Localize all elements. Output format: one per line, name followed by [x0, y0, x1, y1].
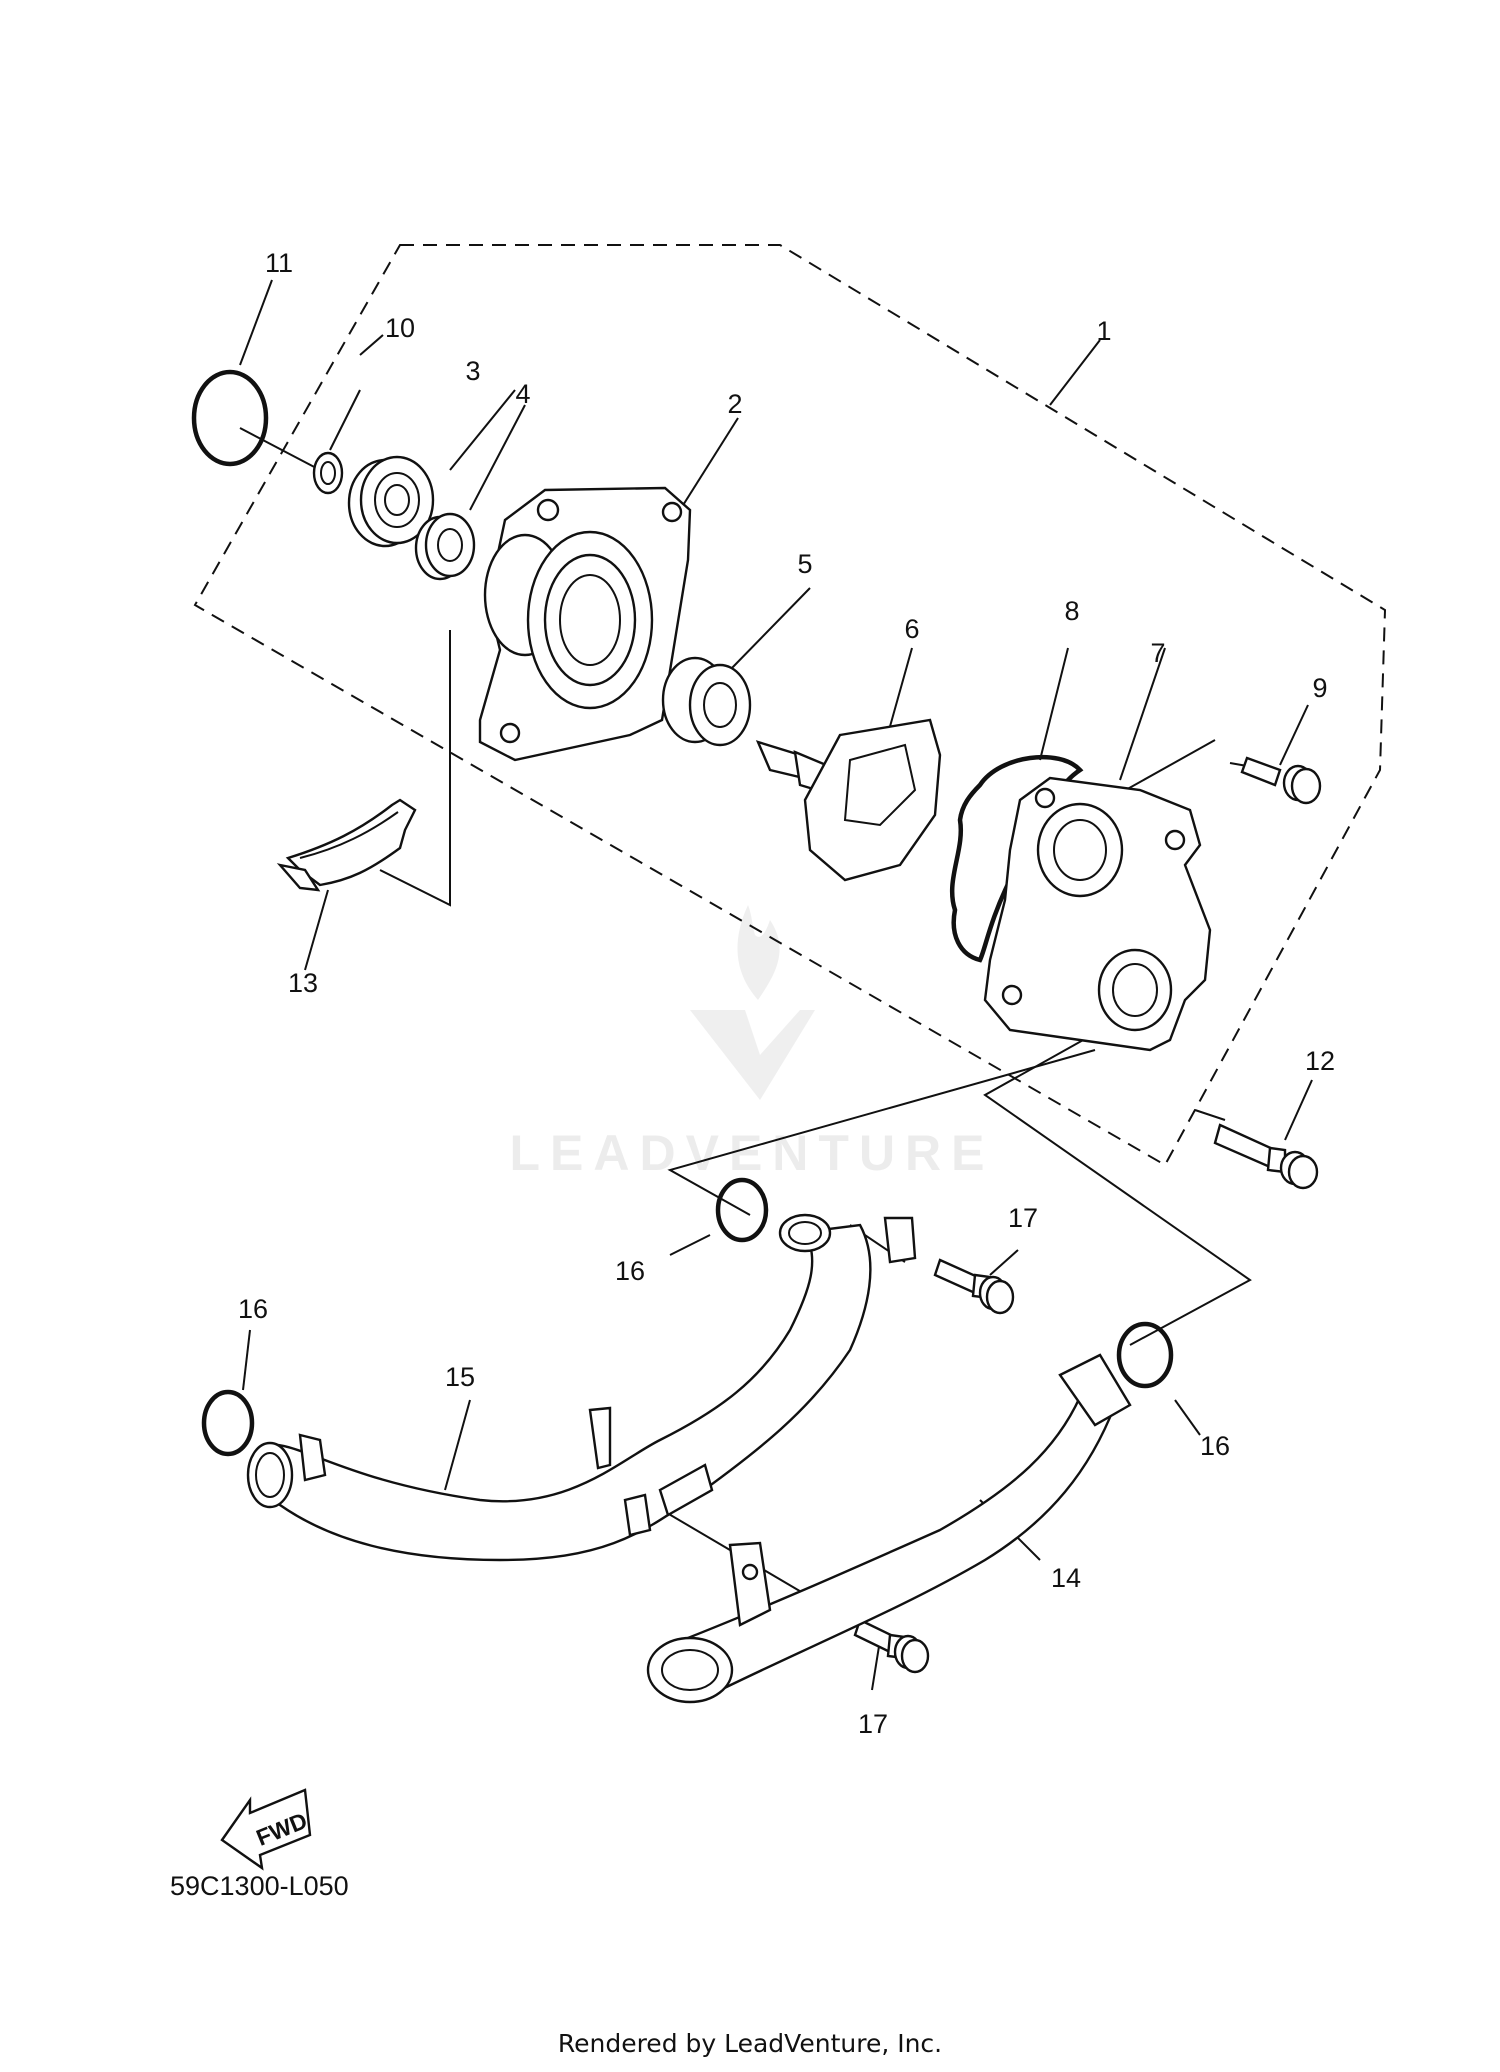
watermark-logo: LEADVENTURE — [509, 905, 994, 1181]
footer-note: Rendered by LeadVenture, Inc. — [558, 2029, 942, 2058]
callout-13: 13 — [288, 968, 318, 998]
callout-labels: 1 2 3 4 5 6 7 8 9 10 11 12 13 14 15 16 1… — [238, 248, 1335, 1739]
o-ring-11 — [191, 369, 269, 467]
callout-15: 15 — [445, 1362, 475, 1392]
callout-5: 5 — [797, 549, 812, 579]
callout-17-top: 17 — [1008, 1203, 1038, 1233]
callout-3: 3 — [465, 356, 480, 386]
callout-9: 9 — [1312, 673, 1327, 703]
callout-10: 10 — [385, 313, 415, 343]
callout-12: 12 — [1305, 1046, 1335, 1076]
callout-1: 1 — [1096, 316, 1111, 346]
callout-16-top: 16 — [615, 1256, 645, 1286]
assembly-boundary — [193, 244, 1387, 1167]
bolt-17-top — [933, 1258, 1015, 1315]
pump-housing-2 — [478, 486, 692, 762]
pipe-14 — [646, 1353, 1132, 1704]
oil-seal-4 — [414, 512, 476, 581]
bearing-3 — [347, 455, 435, 548]
callout-16-left: 16 — [238, 1294, 268, 1324]
callout-7: 7 — [1150, 638, 1165, 668]
callout-4: 4 — [515, 379, 530, 409]
callout-11: 11 — [265, 248, 293, 278]
diagram-code: 59C1300-L050 — [170, 1871, 349, 1901]
circlip-10 — [312, 451, 344, 495]
o-ring-16-top — [715, 1177, 769, 1243]
callout-16-right: 16 — [1200, 1431, 1230, 1461]
bolt-12 — [1213, 1123, 1319, 1190]
pump-cover-7 — [983, 776, 1212, 1052]
callout-6: 6 — [904, 614, 919, 644]
pipe-15 — [246, 1213, 917, 1562]
bolt-9 — [1240, 756, 1322, 805]
callout-17-bottom: 17 — [858, 1709, 888, 1739]
o-ring-16-right — [1116, 1321, 1174, 1389]
bolt-17-bottom — [853, 1618, 930, 1674]
mechanical-seal-5 — [661, 656, 752, 747]
callout-14: 14 — [1051, 1563, 1081, 1593]
impeller-6 — [755, 718, 942, 882]
callout-8: 8 — [1064, 596, 1079, 626]
bracket-13 — [276, 798, 417, 892]
gasket-8 — [949, 754, 1084, 963]
watermark-text: LEADVENTURE — [509, 1125, 994, 1181]
o-ring-16-left — [201, 1389, 255, 1457]
fwd-arrow: FWD — [220, 1788, 312, 1871]
callout-2: 2 — [727, 389, 742, 419]
